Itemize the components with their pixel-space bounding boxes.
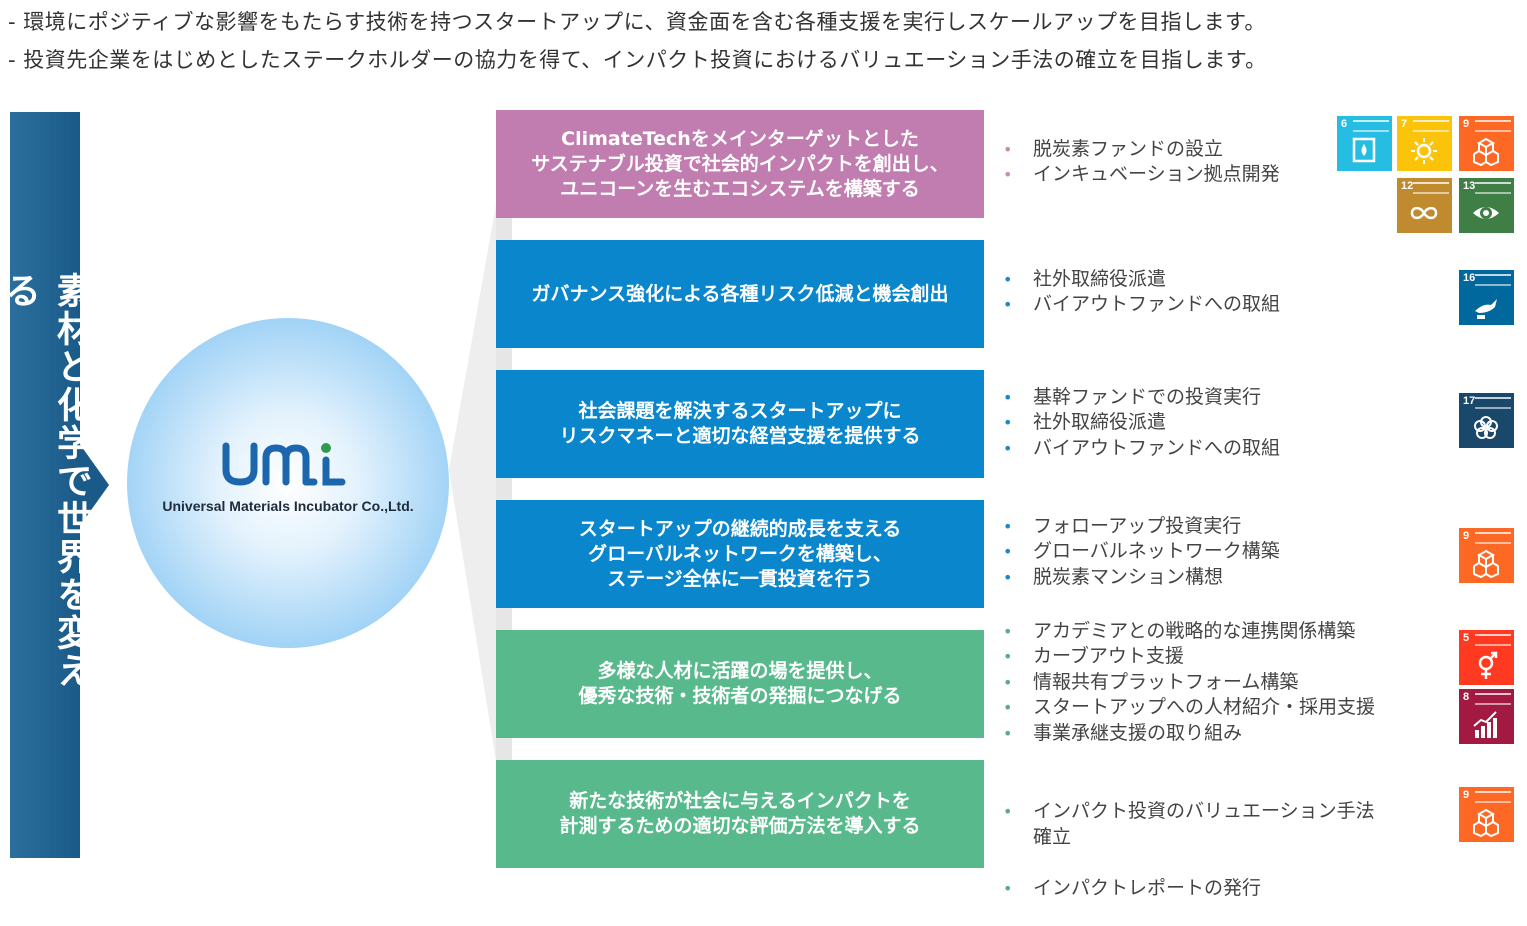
sdg-13-icon: 13 [1459, 178, 1514, 233]
sdg-number: 13 [1463, 180, 1476, 192]
action-item: 社外取締役派遣 [1003, 410, 1280, 436]
sdg-9-icon: 9 [1459, 787, 1514, 842]
goal-text: 社会課題を解決するスタートアップに リスクマネーと適切な経営支援を提供する [559, 400, 921, 447]
goal-box-6: 新たな技術が社会に与えるインパクトを 計測するための適切な評価方法を導入する [496, 760, 984, 868]
goal-text: 新たな技術が社会に与えるインパクトを 計測するための適切な評価方法を導入する [559, 790, 921, 837]
action-item: 脱炭素ファンドの設立 [1003, 137, 1280, 163]
action-item: インパクトレポートの発行 [1003, 876, 1375, 902]
action-item: バイアウトファンドへの取組 [1003, 292, 1280, 318]
action-item: 情報共有プラットフォーム構築 [1003, 670, 1375, 696]
sdg-number: 9 [1463, 118, 1470, 130]
goal-box-2: ガバナンス強化による各種リスク低減と機会創出 [496, 240, 984, 348]
side-banner-text-wrap: 素材と化学で世界を変える [0, 272, 92, 712]
sdg-number: 9 [1463, 789, 1470, 801]
sdg-6-icon: 6 [1337, 116, 1392, 171]
side-banner-arrow [79, 443, 109, 527]
goal-box-5: 多様な人材に活躍の場を提供し、 優秀な技術・技術者の発掘につなげる [496, 630, 984, 738]
sdg-number: 16 [1463, 272, 1476, 284]
action-item: インキュベーション拠点開発 [1003, 162, 1280, 188]
side-banner [10, 112, 80, 858]
sdg-9-icon: 9 [1459, 116, 1514, 171]
action-item: インパクト投資のバリュエーション手法 確立 [1003, 799, 1375, 850]
goal-box-1: ClimateTechをメインターゲットとした サステナブル投資で社会的インパク… [496, 110, 984, 218]
sdg-12-icon: 12 [1397, 178, 1452, 233]
goal-box-3: 社会課題を解決するスタートアップに リスクマネーと適切な経営支援を提供する [496, 370, 984, 478]
intro-line-1: - 環境にポジティブな影響をもたらす技術を持つスタートアップに、資金面を含む各種… [8, 10, 1266, 34]
action-item: フォローアップ投資実行 [1003, 514, 1280, 540]
side-banner-text: 素材と化学で世界を変える [0, 272, 92, 690]
action-list-4: フォローアップ投資実行 グローバルネットワーク構築 脱炭素マンション構想 [1003, 514, 1280, 591]
sdg-number: 12 [1401, 180, 1414, 192]
action-item: グローバルネットワーク構築 [1003, 539, 1280, 565]
action-list-2: 社外取締役派遣 バイアウトファンドへの取組 [1003, 267, 1280, 318]
action-item: 脱炭素マンション構想 [1003, 565, 1280, 591]
intro-line-2: - 投資先企業をはじめとしたステークホルダーの協力を得て、インパクト投資における… [8, 48, 1267, 72]
sdg-number: 17 [1463, 395, 1476, 407]
action-item: カーブアウト支援 [1003, 644, 1375, 670]
action-item: 社外取締役派遣 [1003, 267, 1280, 293]
goal-text: 多様な人材に活躍の場を提供し、 優秀な技術・技術者の発掘につなげる [578, 660, 902, 707]
goal-text: スタートアップの継続的成長を支える グローバルネットワークを構築し、 ステージ全… [578, 517, 902, 590]
action-item: 基幹ファンドでの投資実行 [1003, 385, 1280, 411]
action-list-5: アカデミアとの戦略的な連携関係構築 カーブアウト支援 情報共有プラットフォーム構… [1003, 619, 1375, 746]
sdg-9-icon: 9 [1459, 528, 1514, 583]
action-list-3: 基幹ファンドでの投資実行 社外取締役派遣 バイアウトファンドへの取組 [1003, 385, 1280, 462]
sdg-7-icon: 7 [1397, 116, 1452, 171]
action-item: バイアウトファンドへの取組 [1003, 436, 1280, 462]
sdg-number: 8 [1463, 691, 1470, 703]
goal-text: ClimateTechをメインターゲットとした サステナブル投資で社会的インパク… [531, 127, 949, 200]
sdg-number: 7 [1401, 118, 1408, 130]
action-item: 事業承継支援の取り組み [1003, 721, 1375, 747]
action-list-6: インパクト投資のバリュエーション手法 確立 インパクトレポートの発行 [1003, 774, 1375, 926]
umi-logo [127, 440, 449, 488]
sdg-number: 6 [1341, 118, 1348, 130]
umi-circle: Universal Materials Incubator Co.,Ltd. [127, 318, 449, 648]
goal-box-4: スタートアップの継続的成長を支える グローバルネットワークを構築し、 ステージ全… [496, 500, 984, 608]
goal-text: ガバナンス強化による各種リスク低減と機会創出 [531, 282, 949, 305]
sdg-16-icon: 16 [1459, 270, 1514, 325]
action-item: スタートアップへの人材紹介・採用支援 [1003, 695, 1375, 721]
sdg-5-icon: 5 [1459, 630, 1514, 685]
action-list-1: 脱炭素ファンドの設立 インキュベーション拠点開発 [1003, 137, 1280, 188]
company-name: Universal Materials Incubator Co.,Ltd. [162, 498, 414, 514]
action-item: アカデミアとの戦略的な連携関係構築 [1003, 619, 1375, 645]
sdg-8-icon: 8 [1459, 689, 1514, 744]
sdg-number: 9 [1463, 530, 1470, 542]
sdg-17-icon: 17 [1459, 393, 1514, 448]
sdg-number: 5 [1463, 632, 1470, 644]
umi-logo-mark [222, 442, 346, 486]
